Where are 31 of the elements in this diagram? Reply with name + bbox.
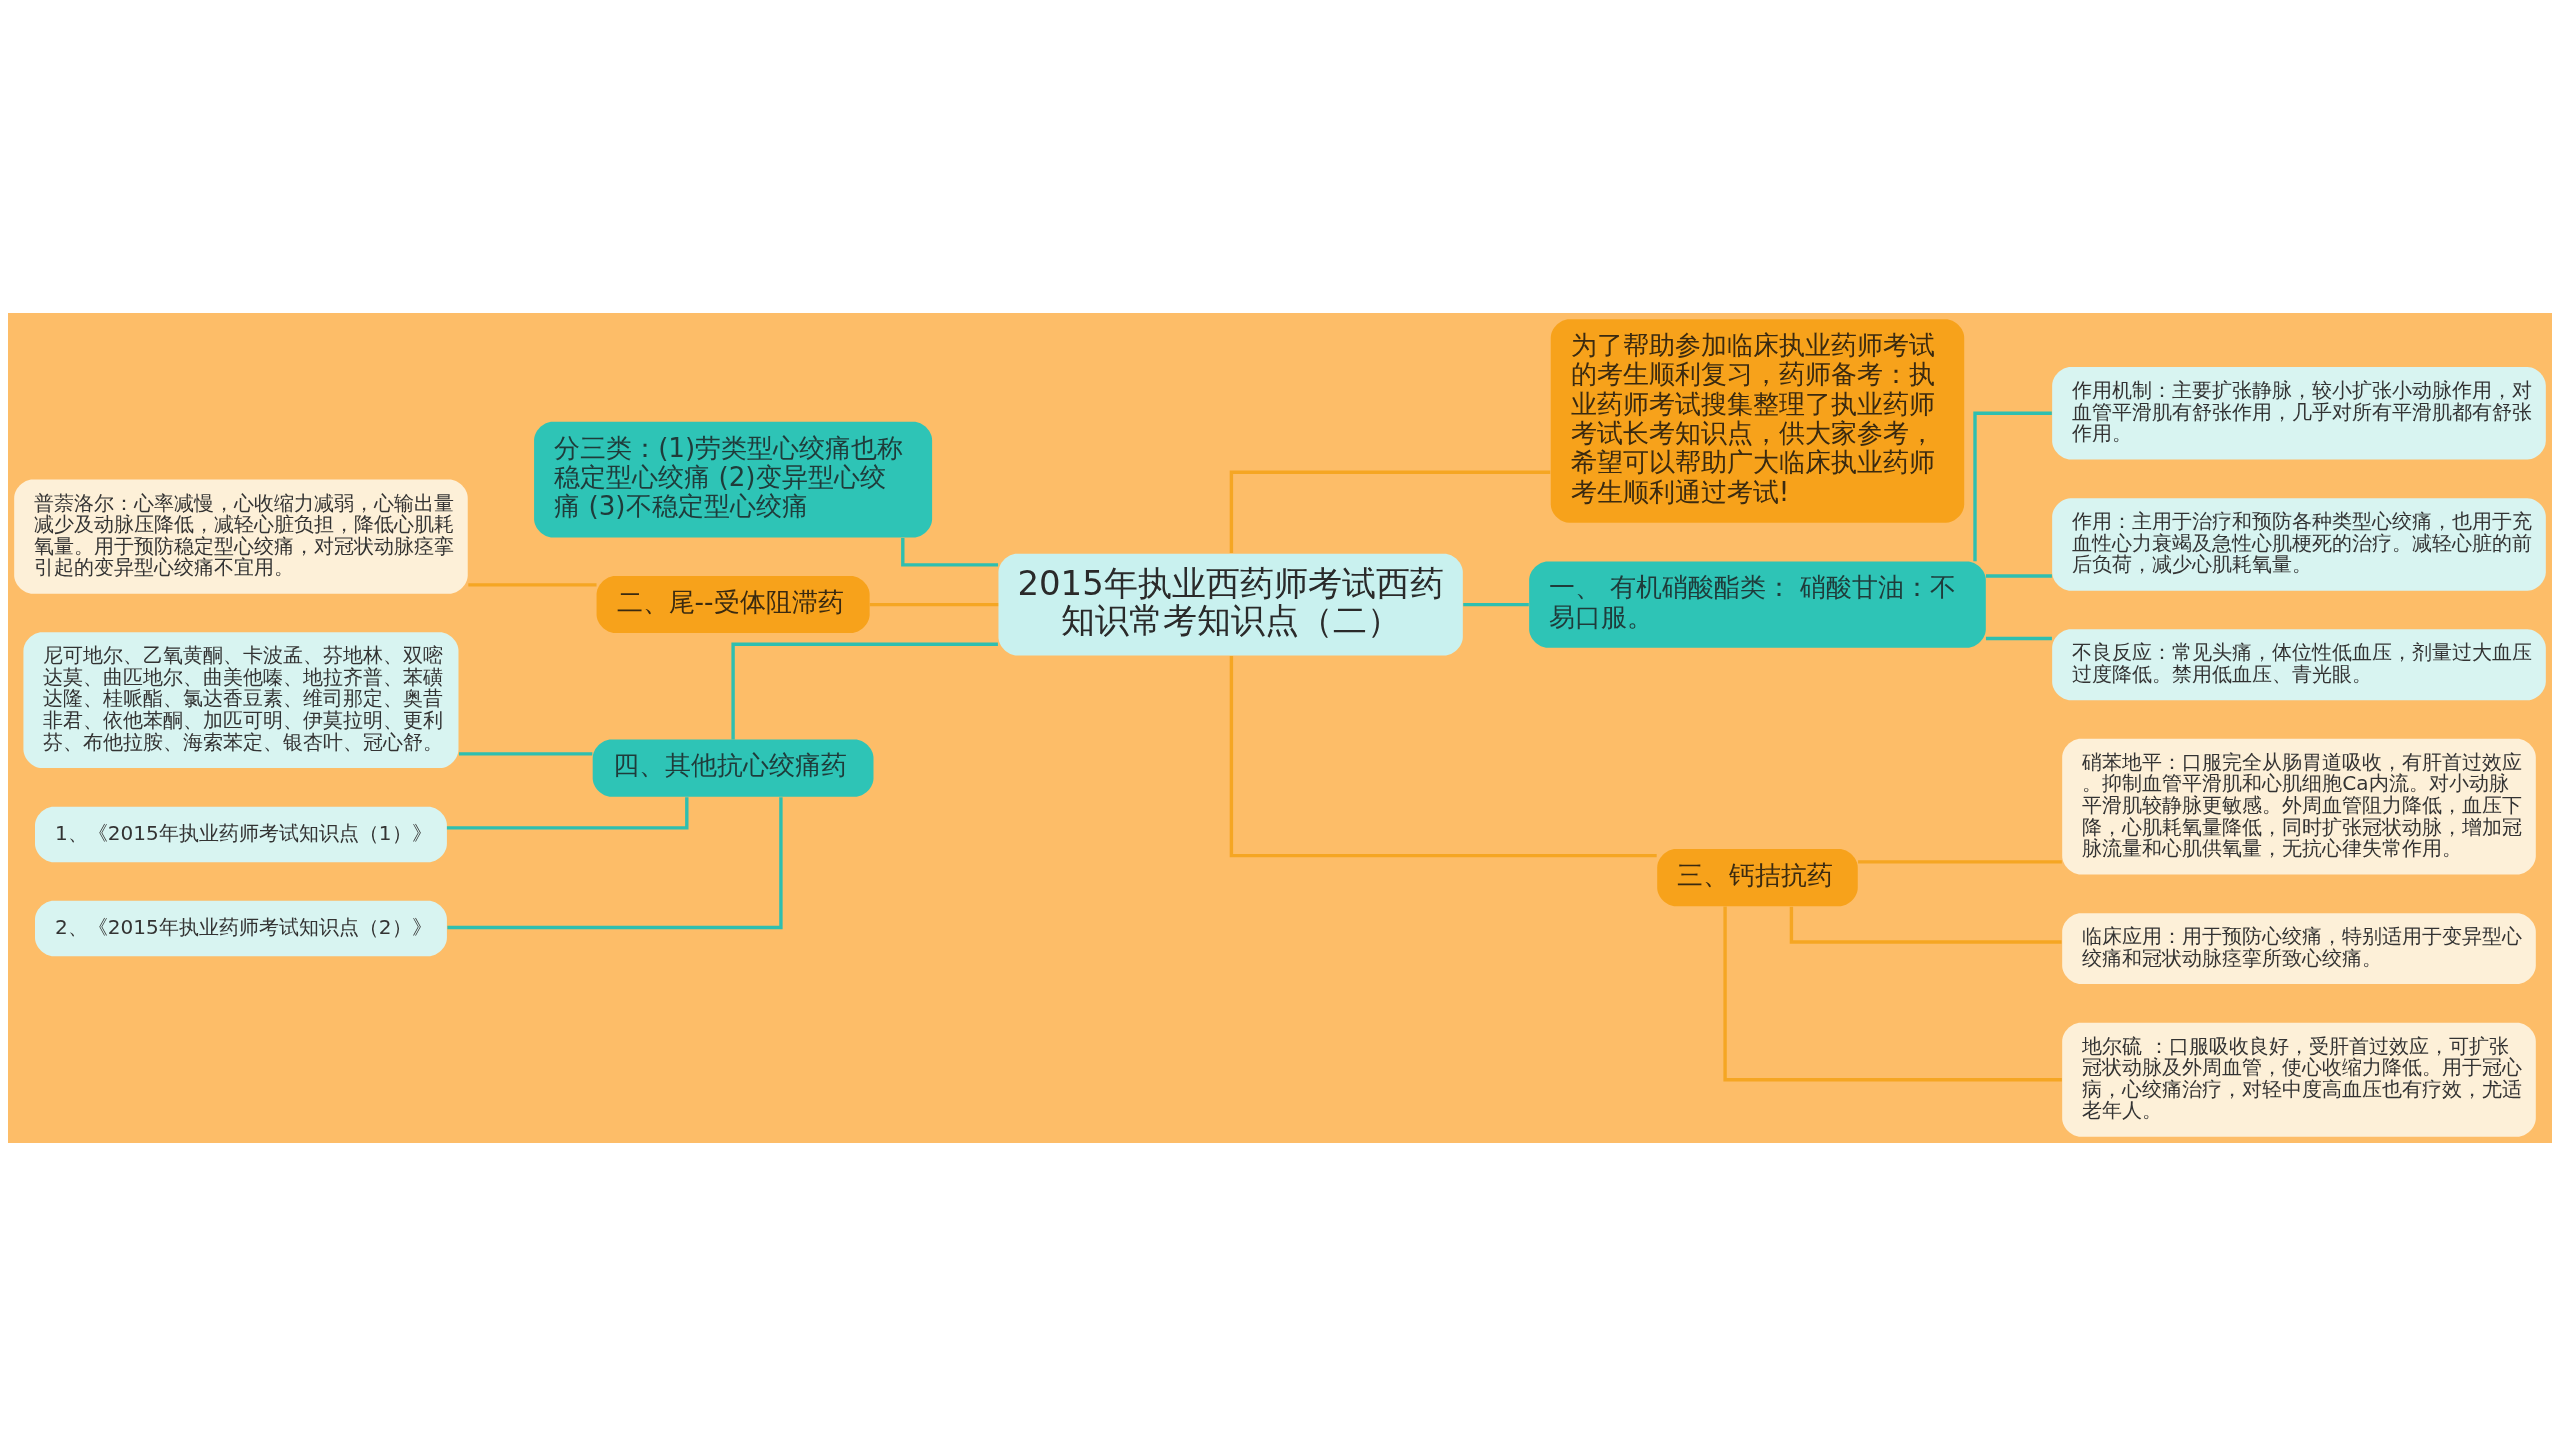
node-box: 2、《2015年执业药师考试知识点（2）》: [35, 900, 447, 956]
node-box: 一、 有机硝酸酯类： 硝酸甘油：不易口服。: [1529, 560, 1986, 648]
node-box: 1、《2015年执业药师考试知识点（1）》: [35, 806, 447, 862]
connector: [901, 537, 999, 567]
connector: [1723, 906, 2062, 1081]
node-box: 地尔硫 ：口服吸收良好，受肝首过效应，可扩张冠状动脉及外周血管，使心收缩力降低。用于冠心病，心绞痛治疗，对轻中度高血压也有疗效，尤适老年人。: [2062, 1022, 2536, 1137]
connector: [447, 796, 783, 929]
connector: [1858, 859, 2062, 864]
node-box: 2015年执业西药师考试西药知识常考知识点（二）: [998, 553, 1463, 655]
connector: [1463, 602, 1529, 606]
node-box: 临床应用：用于预防心绞痛，特别适用于变异型心绞痛和冠状动脉痉挛所致心绞痛。: [2062, 912, 2536, 984]
node-box: 四、其他抗心绞痛药: [592, 739, 874, 797]
node-box: 作用：主用于治疗和预防各种类型心绞痛，也用于充血性心力衰竭及急性心肌梗死的治疗。减轻心脏的前后负荷，减少心肌耗氧量。: [2052, 497, 2546, 591]
connector: [458, 751, 593, 756]
connector: [1229, 655, 1657, 857]
node-box: 三、钙拮抗药: [1657, 848, 1858, 906]
node-box: 尼可地尔、乙氧黄酮、卡波孟、芬地林、双嘧达莫、曲匹地尔、曲美他嗪、地拉齐普、苯磺达隆、桂哌酯、氯达香豆素、维司那定、奥昔非君、依他苯酮、加匹可明、伊莫拉明、更利芬、布他拉胺、海索苯定、银杏叶、冠心舒。: [23, 631, 459, 768]
node-box: 作用机制：主要扩张静脉，较小扩张小动脉作用，对血管平滑肌有舒张作用，几乎对所有平滑肌都有舒张作用。: [2052, 366, 2546, 460]
node-box: 普萘洛尔：心率减慢，心收缩力减弱，心输出量减少及动脉压降低，减轻心脏负担，降低心肌耗氧量。用于预防稳定型心绞痛，对冠状动脉痉挛引起的变异型心绞痛不宜用。: [14, 479, 468, 594]
node-box: 为了帮助参加临床执业药师考试的考生顺利复习，药师备考：执业药师考试搜集整理了执业药师考试长考知识点，供大家参考，希望可以帮助广大临床执业药师考生顺利通过考试!: [1550, 318, 1965, 523]
node-box: 分三类：(1)劳类型心绞痛也称稳定型心绞痛 (2)变异型心绞痛 (3)不稳定型心绞痛: [534, 421, 933, 537]
connector: [1229, 470, 1551, 553]
node-box: 不良反应：常见头痛，体位性低血压，剂量过大血压过度降低。禁用低血压、青光眼。: [2052, 628, 2546, 700]
connector: [1985, 573, 2052, 578]
connector: [1973, 411, 2052, 561]
node-box: 硝苯地平：口服完全从肠胃道吸收，有肝首过效应。抑制血管平滑肌和心肌细胞Ca内流。对小动脉平滑肌较静脉更敏感。外周血管阻力降低，血压下降，心肌耗氧量降低，同时扩张冠状动脉，增加冠脉流量和心肌供氧量，无抗心律失常作用。: [2062, 738, 2536, 875]
node-box: 二、尾--受体阻滞药: [596, 575, 870, 633]
connector: [869, 602, 999, 606]
connector: [468, 582, 597, 587]
connector: [731, 642, 998, 739]
connector: [1985, 636, 2052, 640]
